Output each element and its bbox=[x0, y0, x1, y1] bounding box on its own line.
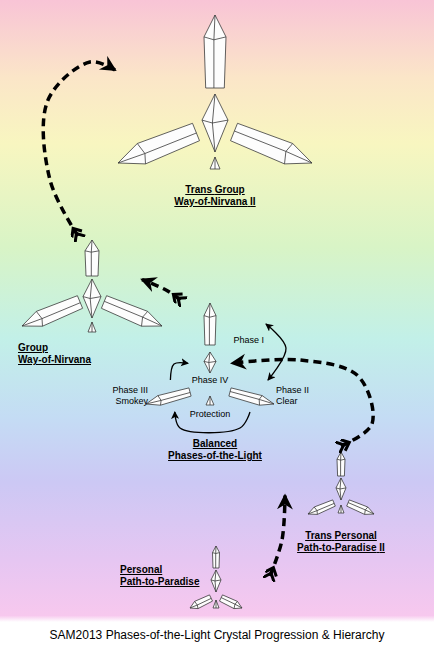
label-word: Group bbox=[18, 342, 48, 353]
crystal bbox=[213, 600, 219, 608]
label-word: III bbox=[140, 385, 148, 395]
label-word: Personal bbox=[120, 564, 162, 575]
progression-arrow bbox=[270, 496, 285, 577]
crystal bbox=[204, 352, 216, 373]
path-title: Balanced Phases-of-the-Light bbox=[145, 438, 285, 462]
path-title: Trans Group Way-of-Nirvana II bbox=[160, 184, 270, 208]
path-title: Personal Path-to-Paradise bbox=[120, 564, 216, 588]
crystal bbox=[204, 15, 226, 88]
crystal bbox=[210, 157, 220, 169]
label-word: II bbox=[250, 196, 256, 207]
progression-arrow bbox=[43, 62, 115, 236]
label-word: Protection bbox=[190, 409, 231, 419]
label-word: I bbox=[261, 335, 264, 345]
label-word: Way-of-Nirvana bbox=[174, 196, 247, 207]
label-word: Personal bbox=[335, 530, 377, 541]
phase-arrow bbox=[170, 363, 188, 380]
label-word: Path-to-Paradise bbox=[297, 542, 376, 553]
crystal bbox=[337, 452, 345, 476]
crystal bbox=[213, 546, 220, 568]
crystal-cluster: Personal Path-to-Paradise bbox=[116, 540, 270, 612]
label-word: Phase bbox=[233, 335, 259, 345]
crystal-cluster: Trans Group Way-of-Nirvana II bbox=[115, 10, 315, 210]
label-word: Trans bbox=[185, 184, 212, 195]
crystal bbox=[336, 478, 346, 500]
crystal bbox=[118, 123, 200, 164]
crystal bbox=[85, 240, 99, 276]
label-word: Balanced bbox=[193, 438, 237, 449]
crystal-cluster: Trans Personal Path-to-Paradise II bbox=[285, 446, 397, 556]
label-word: Phase bbox=[192, 375, 218, 385]
phase-crystal: Phase II Clear bbox=[232, 380, 322, 412]
crystal bbox=[211, 570, 221, 592]
crystal bbox=[88, 322, 96, 332]
figure-caption: SAM2013 Phases-of-the-Light Crystal Prog… bbox=[0, 628, 434, 642]
crystal bbox=[204, 303, 216, 345]
crystal bbox=[146, 388, 191, 405]
label-word: Group bbox=[215, 184, 245, 195]
label-word: Way-of-Nirvana bbox=[18, 354, 91, 365]
path-title: Trans Personal Path-to-Paradise II bbox=[286, 530, 396, 554]
label-word: Smokey bbox=[115, 396, 148, 406]
crystal bbox=[220, 595, 243, 609]
phase-label: Protection bbox=[190, 409, 231, 420]
phase-label: Phase II Clear bbox=[276, 385, 320, 407]
crystal bbox=[308, 500, 335, 515]
label-word: IV bbox=[220, 375, 229, 385]
crystal bbox=[83, 279, 101, 318]
phase-label: Phase I bbox=[233, 335, 264, 346]
crystal bbox=[231, 123, 313, 164]
crystal-cluster: Group Way-of-Nirvana bbox=[14, 236, 142, 368]
phase-label: Phase III Smokey bbox=[104, 385, 148, 407]
crystal bbox=[229, 388, 274, 405]
label-word: II bbox=[304, 385, 309, 395]
crystal-cluster: Balanced Phases-of-the-LightPhase IPhase… bbox=[100, 300, 330, 464]
progression-arrow bbox=[232, 359, 373, 446]
phase-crystal: Phase I bbox=[200, 300, 266, 348]
crystal bbox=[101, 296, 162, 327]
phase-crystal: Protection bbox=[184, 394, 236, 422]
label-word: Clear bbox=[276, 396, 298, 406]
label-word: Phase bbox=[112, 385, 138, 395]
crystal bbox=[22, 296, 83, 327]
label-word: Phase bbox=[276, 385, 302, 395]
label-word: Trans bbox=[305, 530, 332, 541]
crystal bbox=[202, 94, 228, 152]
crystal bbox=[338, 505, 344, 513]
path-title: Group Way-of-Nirvana bbox=[18, 342, 114, 366]
label-word: II bbox=[379, 542, 385, 553]
phase-crystal: Phase IV bbox=[188, 350, 232, 388]
phase-crystal: Phase III Smokey bbox=[100, 380, 188, 412]
progression-arrow bbox=[142, 280, 181, 300]
phase-label: Phase IV bbox=[192, 375, 229, 386]
crystal bbox=[190, 595, 213, 609]
crystal bbox=[347, 500, 374, 515]
label-word: Phases-of-the-Light bbox=[168, 450, 262, 461]
crystal bbox=[206, 396, 214, 405]
label-word: Path-to-Paradise bbox=[120, 576, 199, 587]
phase-arrow bbox=[266, 324, 286, 380]
